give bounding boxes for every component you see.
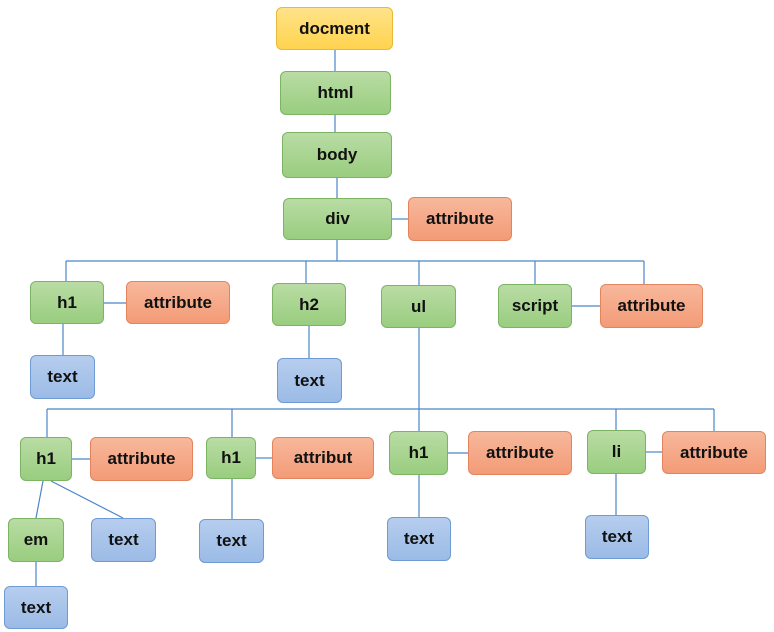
node-li: li — [587, 430, 646, 474]
node-h1: h1 — [30, 281, 104, 324]
node-ul-h1: h1 — [20, 437, 72, 481]
node-document: docment — [276, 7, 393, 50]
node-li-attribute: attribute — [662, 431, 766, 474]
node-ul-h1-third: h1 — [389, 431, 448, 475]
node-ul-h1-second: h1 — [206, 437, 256, 479]
node-ul: ul — [381, 285, 456, 328]
node-em-text: text — [4, 586, 68, 629]
edge-h1b-em — [35, 480, 44, 519]
node-ul-h1-third-text: text — [387, 517, 451, 561]
node-html: html — [280, 71, 391, 115]
node-ul-h1-attribute: attribute — [90, 437, 193, 481]
node-div-attribute: attribute — [408, 197, 512, 241]
node-h2-text: text — [277, 358, 342, 403]
node-div: div — [283, 198, 392, 240]
node-h1-text: text — [30, 355, 95, 399]
node-ul-h1-third-attribute: attribute — [468, 431, 572, 475]
node-li-text: text — [585, 515, 649, 559]
node-body: body — [282, 132, 392, 178]
node-ul-h1-second-attribute: attribut — [272, 437, 374, 479]
node-h2: h2 — [272, 283, 346, 326]
node-ul-h1-text: text — [91, 518, 156, 562]
edge-h1b-text — [50, 480, 124, 519]
node-script: script — [498, 284, 572, 328]
node-script-attribute: attribute — [600, 284, 703, 328]
node-em: em — [8, 518, 64, 562]
node-h1-attribute: attribute — [126, 281, 230, 324]
node-ul-h1-second-text: text — [199, 519, 264, 563]
